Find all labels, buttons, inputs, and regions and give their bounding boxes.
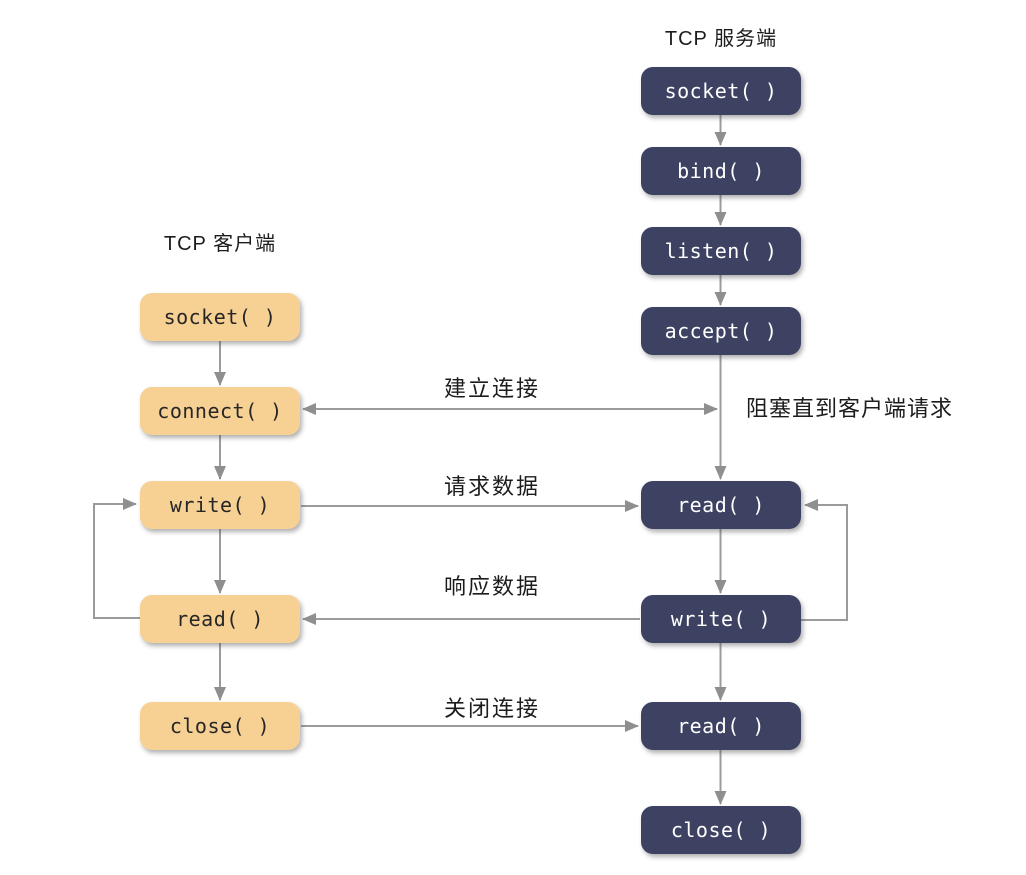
server-node-socket: socket( ) [641,67,801,115]
client-node-write: write( ) [140,481,300,529]
server-node-close: close( ) [641,806,801,854]
server-node-read1: read( ) [641,481,801,529]
server-node-write: write( ) [641,595,801,643]
client-node-read: read( ) [140,595,300,643]
edge-label-request-data: 请求数据 [443,474,540,499]
client-column-title: TCP 客户端 [163,233,277,255]
server-node-read2: read( ) [641,702,801,750]
server-column-title: TCP 服务端 [664,28,778,50]
client-node-socket: socket( ) [140,293,300,341]
edge-label-establish-connection: 建立连接 [443,376,540,401]
edge-label-response-data: 响应数据 [443,574,540,599]
edge-label-close-connection: 关闭连接 [443,696,540,721]
server-node-bind: bind( ) [641,147,801,195]
client-node-close: close( ) [140,702,300,750]
connector-server-loop-write-to-read [801,499,848,621]
client-node-connect: connect( ) [140,387,300,435]
server-node-accept: accept( ) [641,307,801,355]
connector-client-loop-read-to-write [93,498,140,619]
server-node-listen: listen( ) [641,227,801,275]
blocking-until-client-request-note: 阻塞直到客户端请求 [746,396,954,421]
